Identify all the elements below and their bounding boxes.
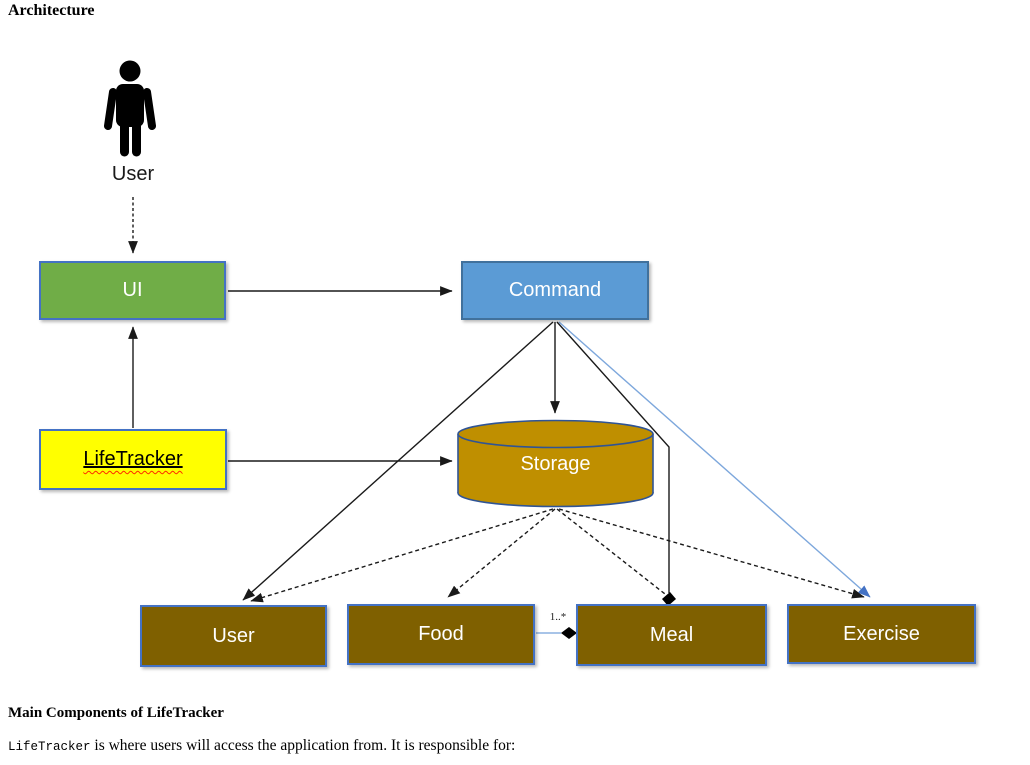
edge-storage-to-user	[250, 508, 554, 603]
edge-command-to-user	[242, 321, 554, 601]
user-actor-icon	[104, 60, 156, 157]
composition-diamond-meal-top	[662, 592, 676, 606]
node-exercise: Exercise	[787, 604, 976, 664]
page-title: Architecture	[8, 2, 95, 19]
footer-body: LifeTracker is where users will access t…	[8, 737, 515, 755]
node-ui-label: UI	[122, 279, 143, 301]
node-ui: UI	[39, 261, 226, 320]
node-lifetracker-label-wrap: LifeTracker	[83, 448, 182, 471]
connector-layer	[128, 197, 871, 634]
edge-command-to-meal	[556, 321, 670, 593]
node-user-component: User	[140, 605, 327, 667]
actor-label: User	[111, 163, 155, 185]
node-food-label: Food	[418, 623, 464, 645]
node-meal-label: Meal	[649, 623, 694, 646]
node-command-label: Command	[508, 279, 602, 301]
node-lifetracker-label: LifeTracker	[83, 448, 183, 470]
node-meal: Meal	[576, 604, 767, 666]
node-exercise-label: Exercise	[843, 622, 920, 645]
multiplicity-label: 1..*	[549, 611, 567, 623]
footer-heading: Main Components of LifeTracker	[8, 705, 224, 721]
edge-storage-to-meal	[556, 508, 666, 595]
footer-body-text: is where users will access the applicati…	[90, 737, 516, 754]
footer-code-term: LifeTracker	[8, 740, 91, 754]
node-command: Command	[461, 261, 649, 320]
edge-storage-to-food	[447, 508, 556, 598]
node-user-component-label: User	[212, 624, 255, 647]
node-food: Food	[347, 604, 535, 665]
edge-command-to-exercise	[558, 321, 871, 598]
storage-cylinder-shape	[457, 419, 654, 508]
edge-storage-to-exercise	[558, 508, 865, 599]
composition-diamond-meal-left	[561, 627, 577, 639]
node-lifetracker: LifeTracker	[39, 429, 227, 490]
